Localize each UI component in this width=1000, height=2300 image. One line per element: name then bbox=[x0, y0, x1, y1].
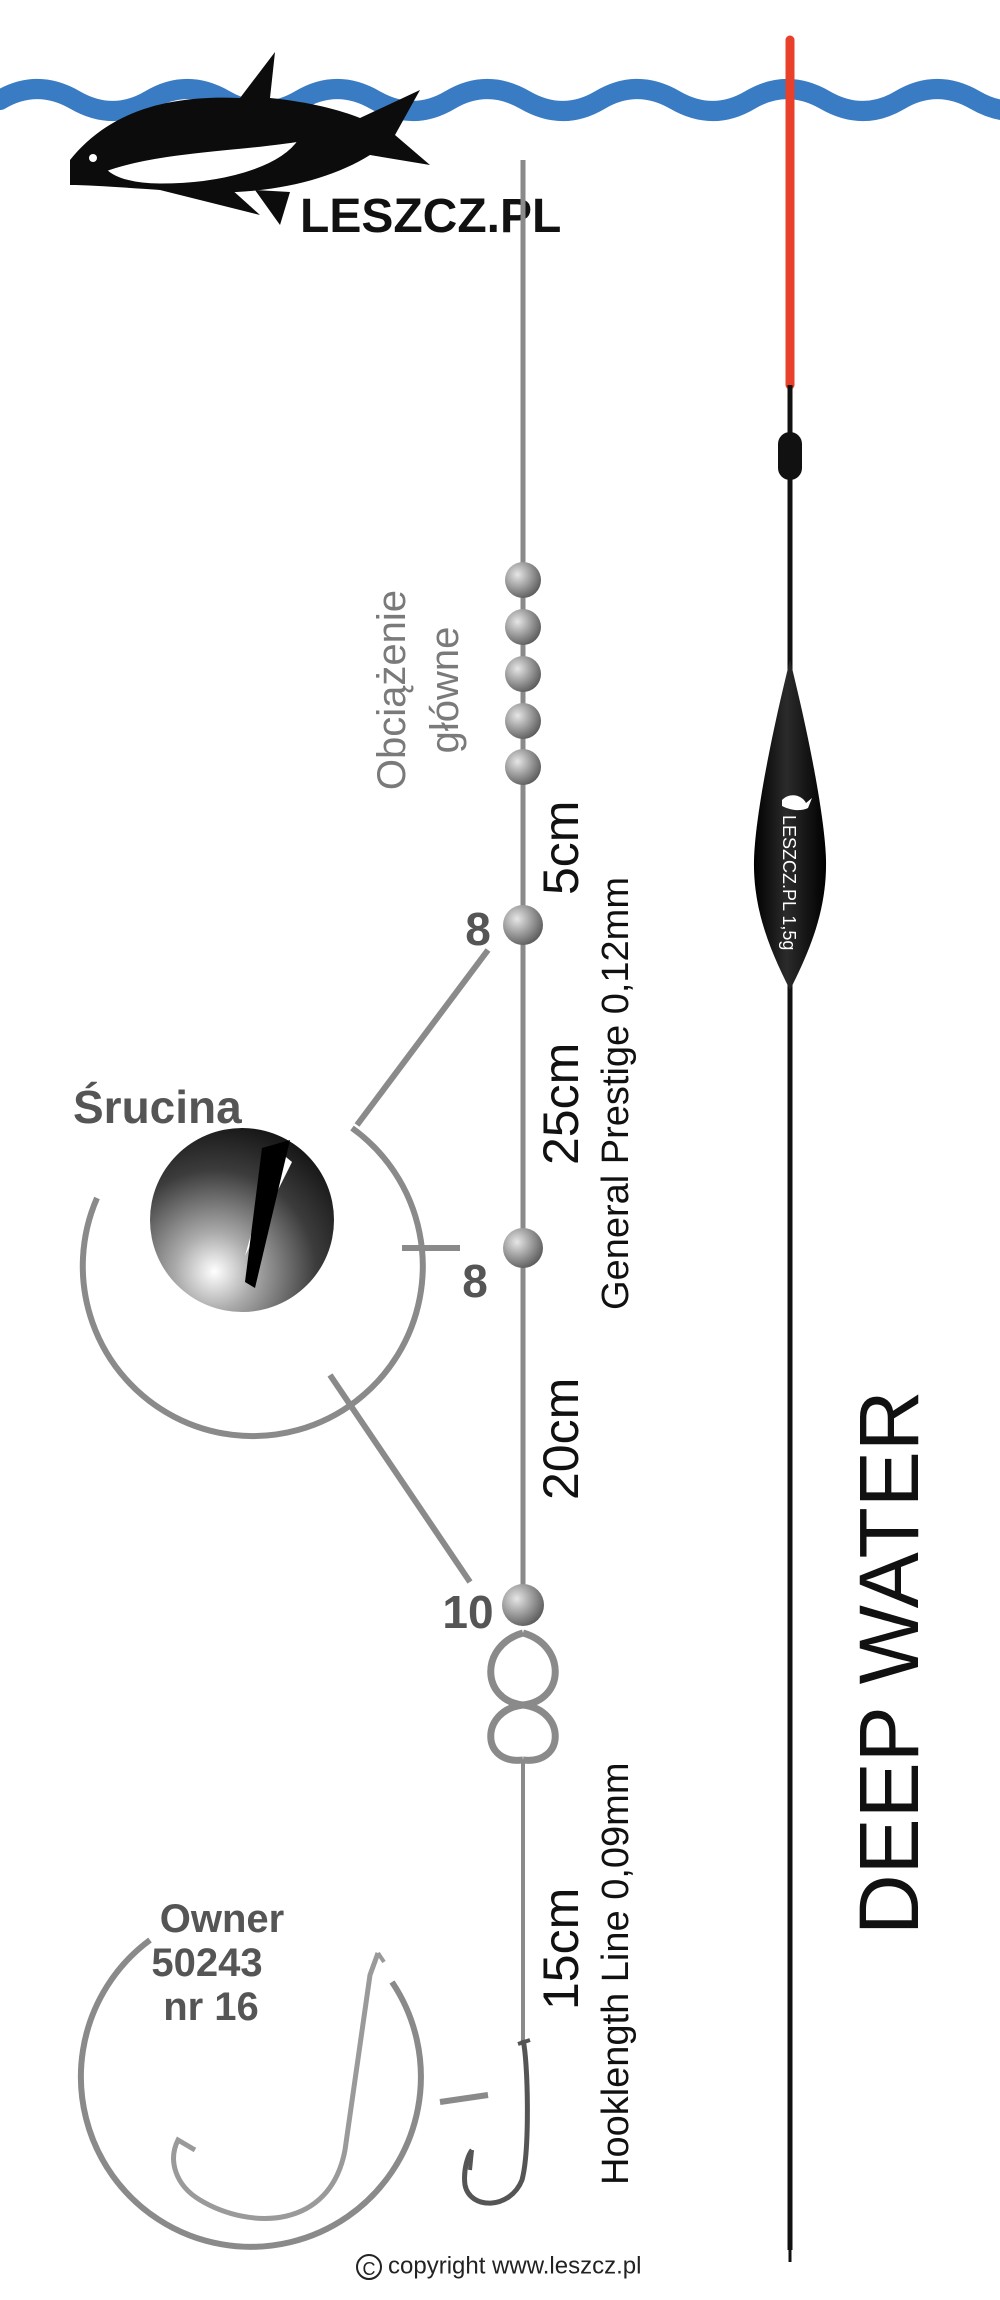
hook-brand: Owner bbox=[160, 1897, 284, 1941]
fish-logo-icon bbox=[70, 52, 430, 225]
logo-text: LESZCZ.PL bbox=[300, 190, 561, 243]
shot-name: Śrucina bbox=[73, 1081, 242, 1133]
main-weight-label-line2: główne bbox=[423, 627, 467, 754]
copyright-text: copyright www.leszcz.pl bbox=[388, 2252, 642, 2280]
shot-lower-size: 10 bbox=[442, 1586, 493, 1638]
hook-photo-icon bbox=[171, 1952, 381, 2221]
hooklength-label: Hooklength Line 0,09mm bbox=[595, 1763, 637, 2185]
knot-loop-icon bbox=[487, 1629, 559, 1764]
shot-upper-size: 8 bbox=[465, 903, 491, 955]
shot-lower bbox=[502, 1584, 544, 1626]
hook-size: nr 16 bbox=[163, 1985, 259, 2029]
float-brand: LESZCZ.PL 1,5g bbox=[779, 815, 799, 950]
segment-15cm: 15cm bbox=[533, 1888, 589, 2010]
segment-25cm: 25cm bbox=[533, 1043, 589, 1165]
hook-callout bbox=[77, 1937, 489, 2250]
main-weight-stack bbox=[505, 562, 541, 785]
shot-middle-size: 8 bbox=[462, 1255, 488, 1307]
split-shot-icon bbox=[150, 1128, 334, 1312]
segment-5cm: 5cm bbox=[533, 801, 589, 895]
main-weight-label-line1: Obciążenie bbox=[370, 590, 414, 790]
main-line-label: General Prestige 0,12mm bbox=[595, 877, 637, 1310]
copyright-icon: C bbox=[356, 2253, 382, 2280]
hook-icon bbox=[462, 2039, 530, 2206]
segment-20cm: 20cm bbox=[533, 1378, 589, 1500]
shot-upper bbox=[503, 905, 543, 945]
hook-model: 50243 bbox=[151, 1941, 262, 1985]
shot-callout bbox=[79, 948, 491, 1584]
water-surface bbox=[0, 79, 1000, 121]
float-icon bbox=[753, 35, 827, 2262]
deep-water-title: DEEP WATER bbox=[842, 1390, 936, 1935]
shot-middle bbox=[503, 1228, 543, 1268]
